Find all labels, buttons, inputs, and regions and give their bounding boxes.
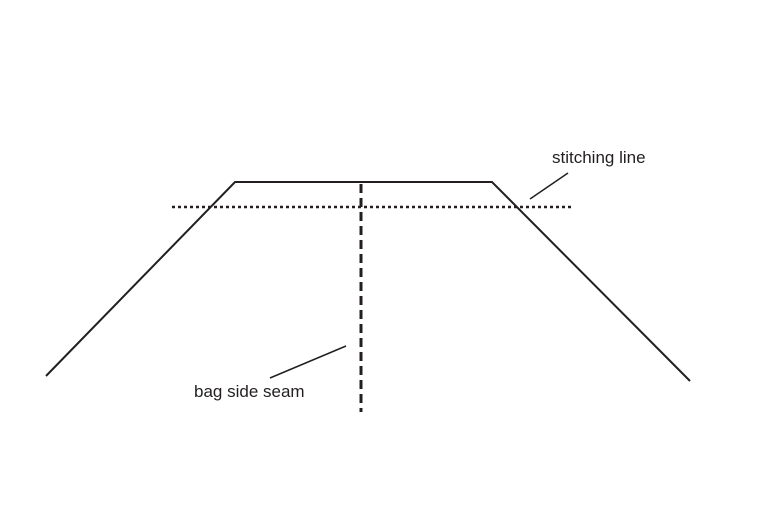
bag-side-seam-label: bag side seam — [194, 382, 305, 401]
stitching-line-leader — [529, 172, 569, 200]
bag-side-seam-leader — [269, 345, 347, 379]
stitching-line-label: stitching line — [552, 148, 646, 167]
bag-corner-outline — [45, 181, 691, 382]
